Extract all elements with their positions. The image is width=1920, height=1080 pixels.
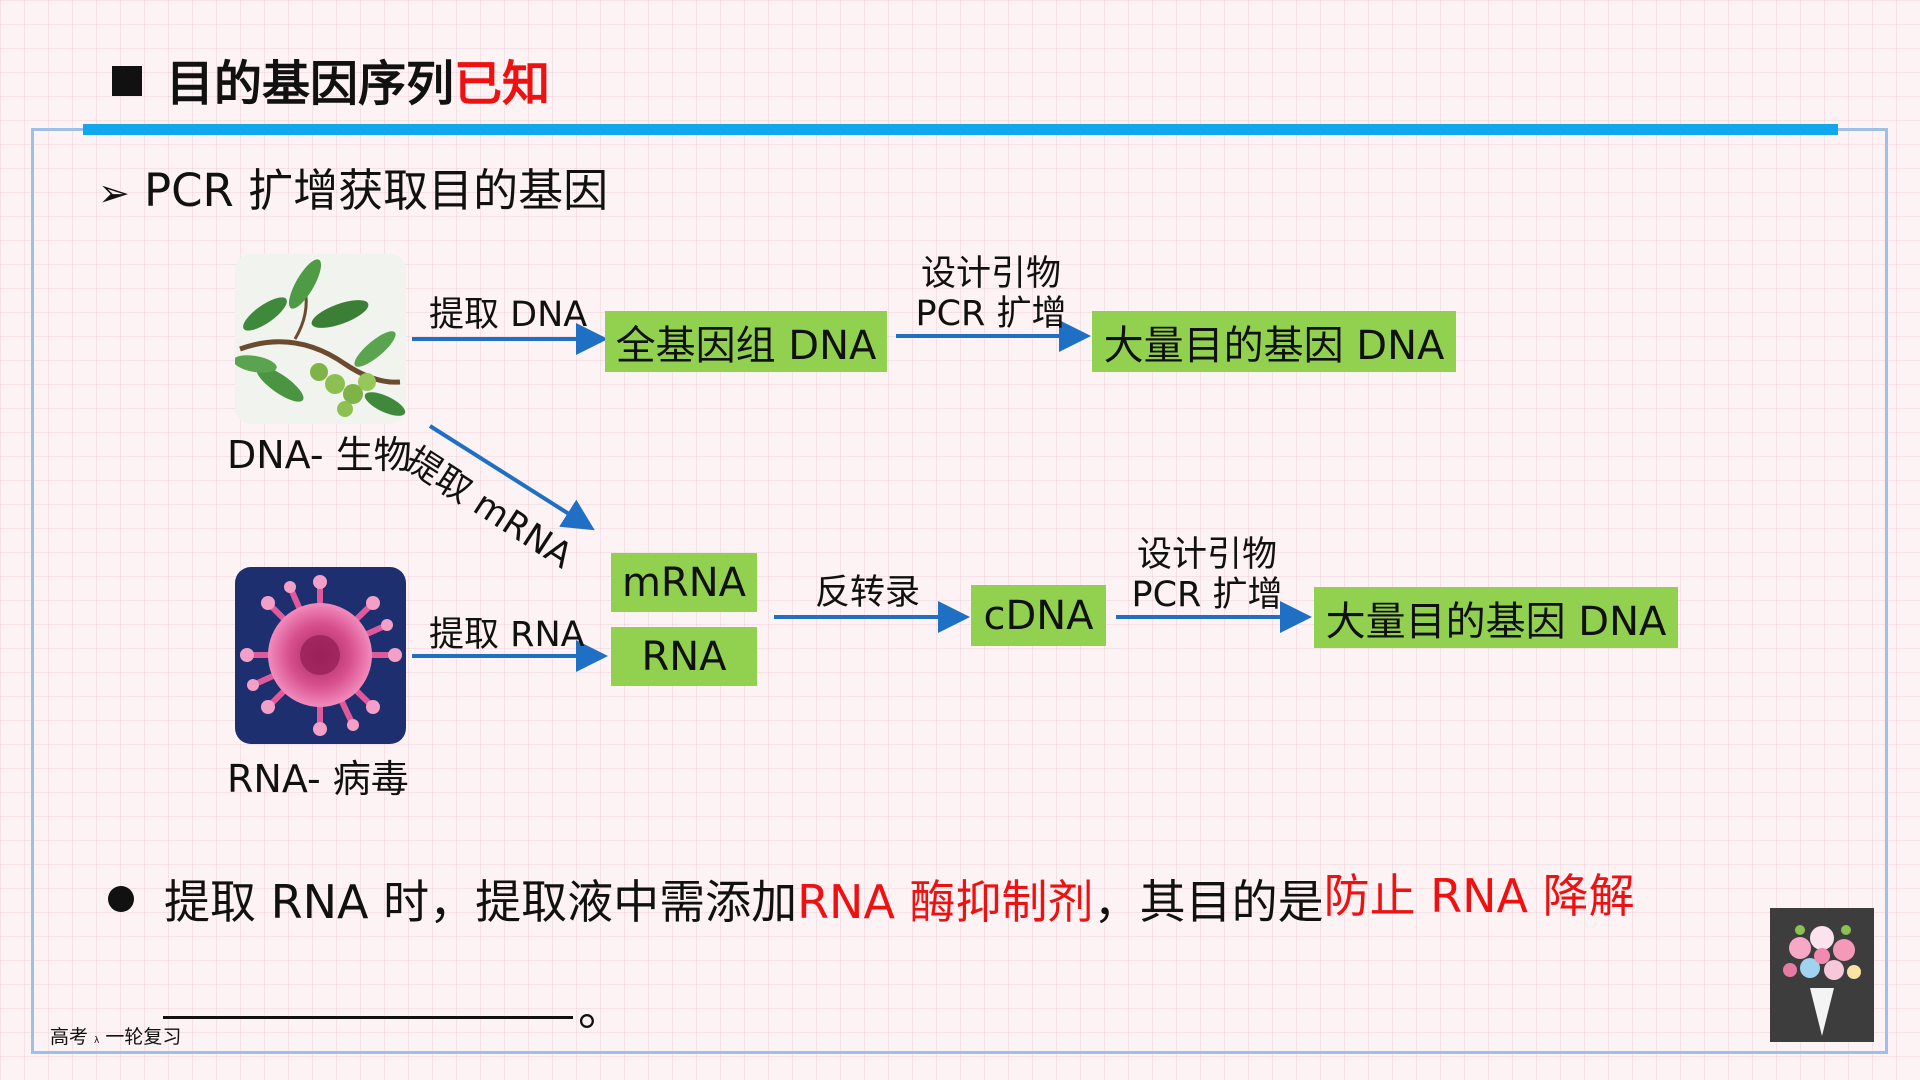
footer-text-b: 一轮复习 [105,1026,182,1048]
question-line: 提取 RNA 时，提取液中需添加RNA 酶抑制剂，其目的是防止 RNA 降解 [108,869,1635,932]
title-highlight: 已知 [454,56,551,112]
subtitle-text: PCR 扩增获取目的基因 [144,164,609,217]
footer-label: 高考 λ 一轮复习 [50,1022,181,1049]
box-cdna: cDNA [971,585,1106,646]
label-pcr-amplify: PCR 扩增 [915,294,1067,334]
arrow-extract-mrna [428,424,595,531]
box-target-gene-dna-top: 大量目的基因 DNA [1092,311,1456,372]
rna-virus-caption: RNA- 病毒 [227,757,409,801]
answer-blank-line [163,1016,573,1019]
label-reverse-transcription: 反转录 [815,573,921,613]
box-rna: RNA [611,627,757,686]
label-pcr-amplify: PCR 扩增 [1131,575,1283,615]
flower-bouquet-icon [1770,908,1874,1042]
question-ending: 。 [578,982,624,1036]
header-rule [83,124,1838,135]
footer-text-a: 高考 [50,1026,89,1048]
title-main: 目的基因序列 [166,56,455,112]
label-primer-design: 设计引物 [920,254,1061,294]
label-pcr-bottom-group: 设计引物 PCR 扩增 [1122,535,1292,615]
question-middle: ，其目的是 [1093,875,1324,929]
subtitle: ➢ PCR 扩增获取目的基因 [98,163,608,221]
dna-organism-caption: DNA- 生物 [227,433,412,477]
question-answer: 防止 RNA 降解 [1323,869,1635,923]
box-mrna: mRNA [611,553,757,612]
footer-tiny: λ [94,1036,100,1046]
question-prefix: 提取 RNA 时，提取液中需添加 [164,875,798,929]
plant-branch-icon [235,259,406,417]
box-target-gene-dna-bottom: 大量目的基因 DNA [1314,587,1678,648]
virus-icon [240,575,402,736]
arrow-bullet-icon: ➢ [98,171,130,215]
round-bullet-icon [108,886,134,912]
label-pcr-top-group: 设计引物 PCR 扩增 [906,254,1076,334]
question-highlight: RNA 酶抑制剂 [797,875,1094,929]
plant-photo [235,254,406,424]
square-bullet-icon [112,66,142,96]
virus-photo [235,567,406,744]
label-primer-design: 设计引物 [1136,535,1277,575]
box-whole-genome-dna: 全基因组 DNA [605,311,887,372]
page-title: 目的基因序列已知 [112,54,550,114]
label-extract-dna: 提取 DNA [429,295,588,335]
label-extract-rna: 提取 RNA [429,615,585,655]
